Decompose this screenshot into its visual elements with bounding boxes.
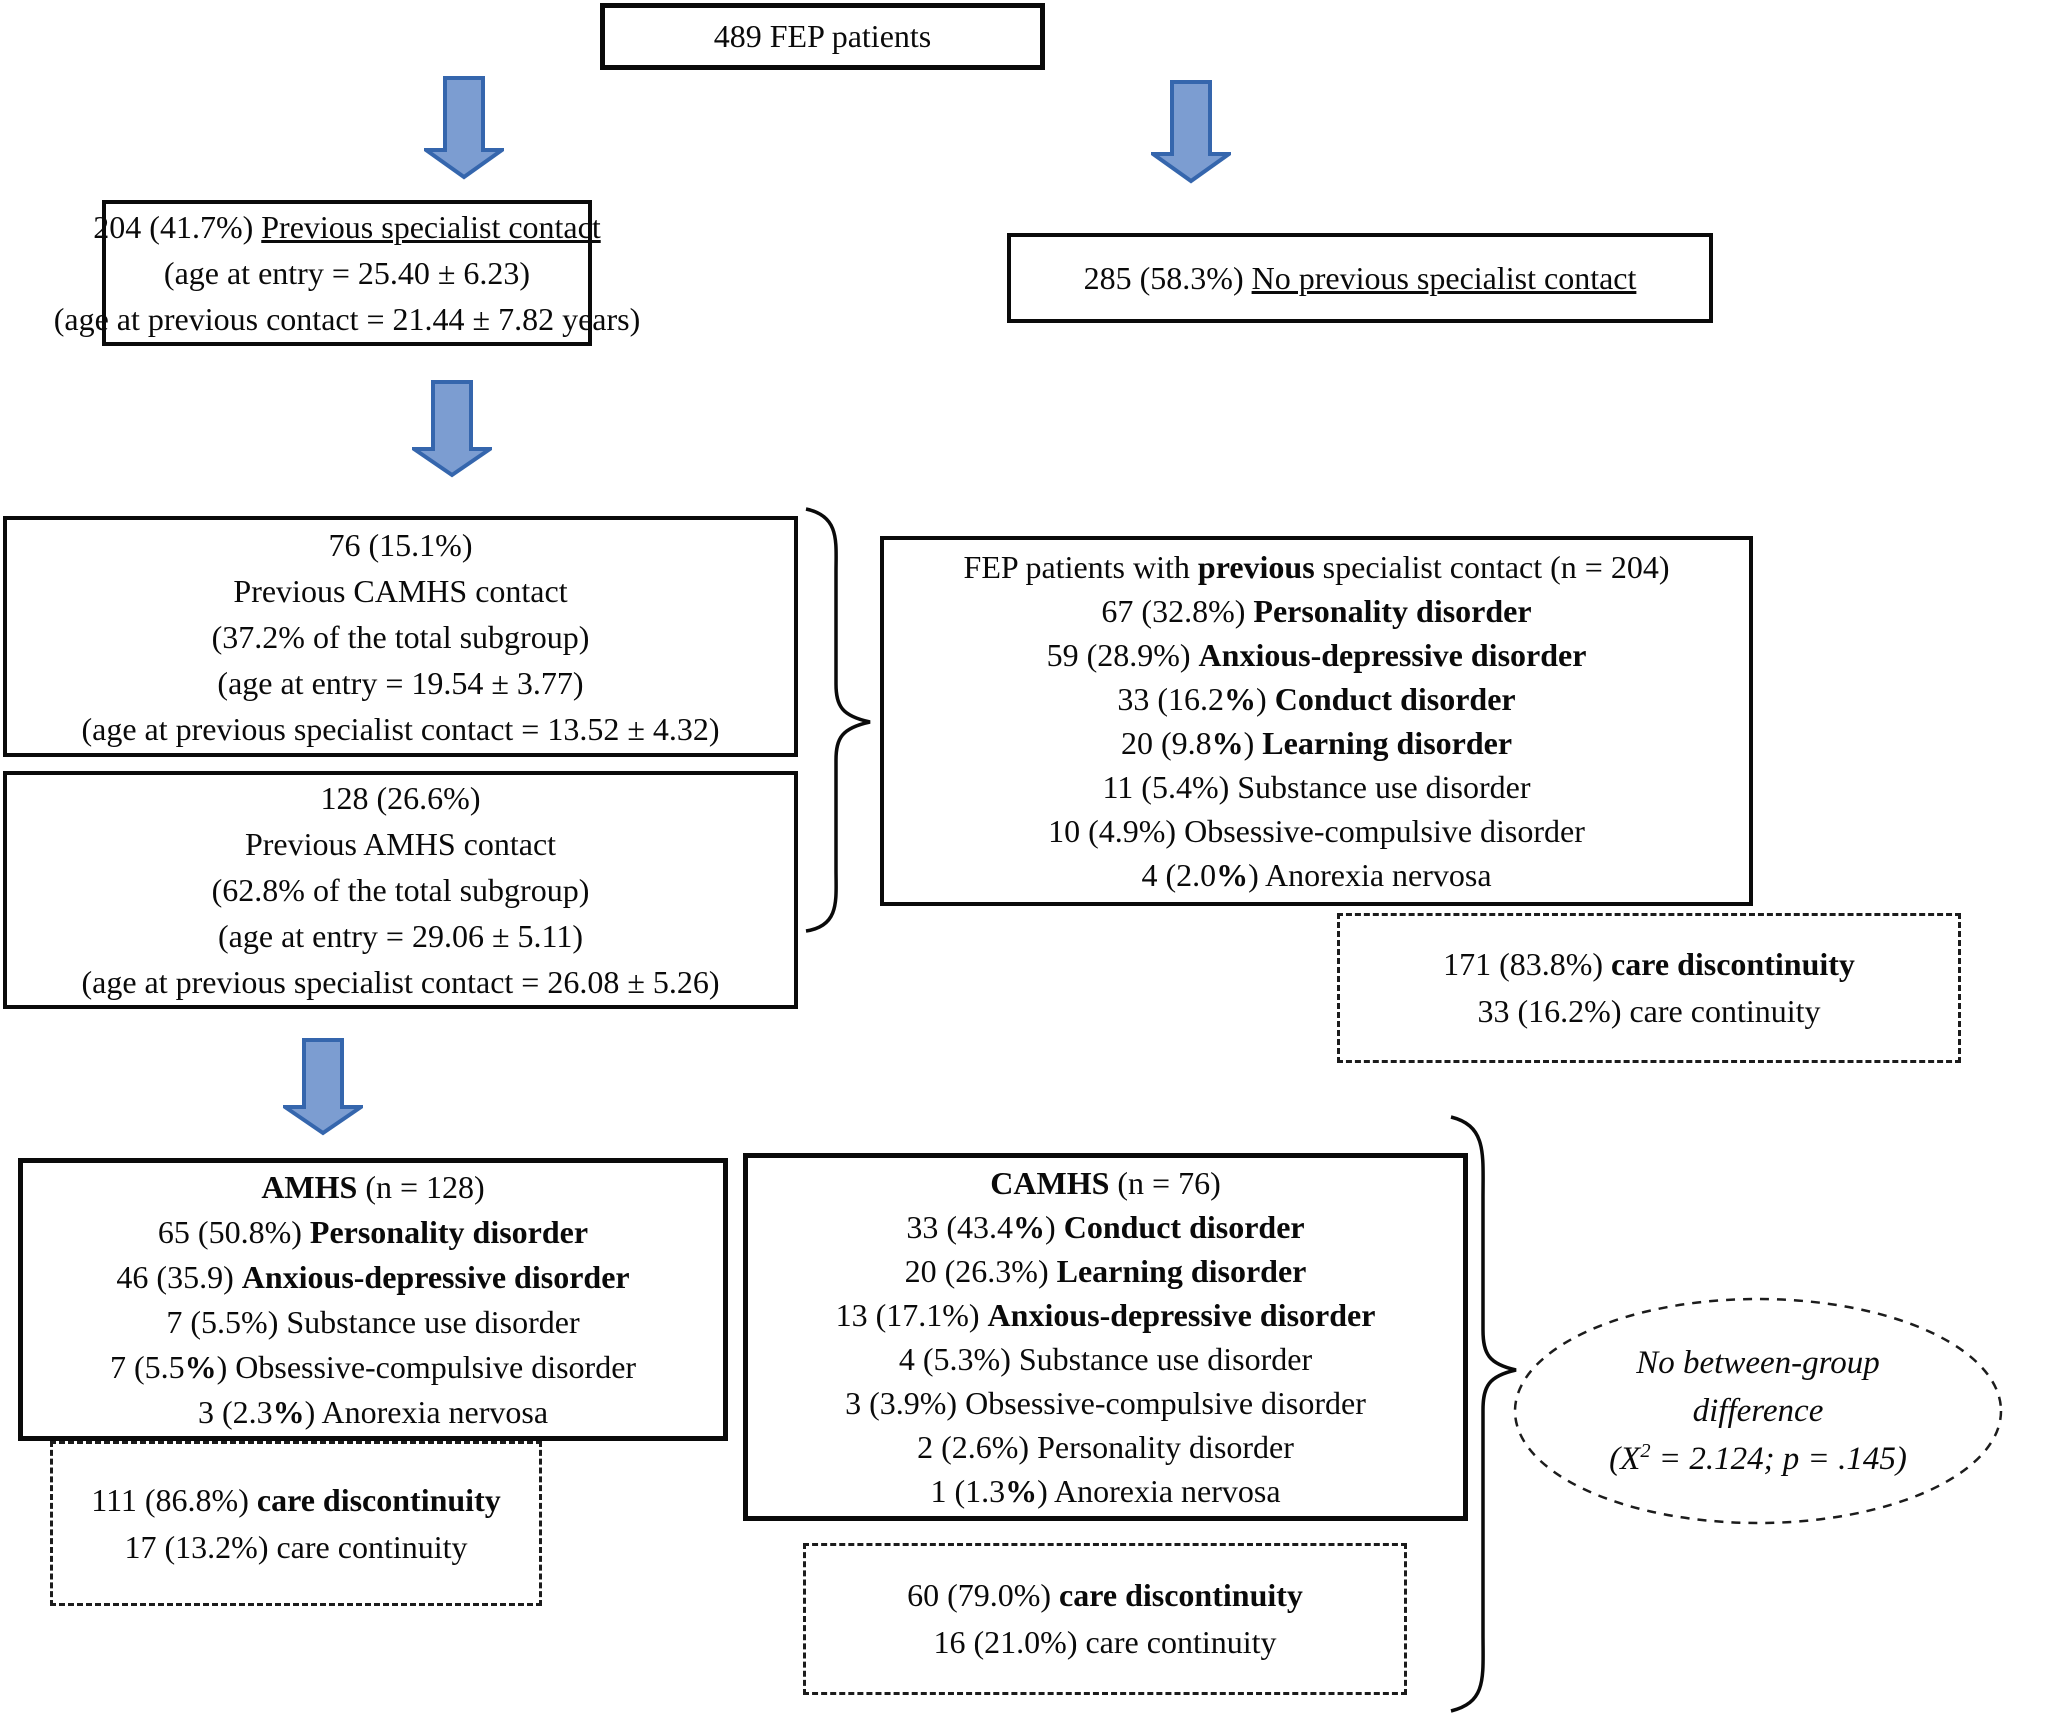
text-line: 128 (26.6%) bbox=[320, 780, 481, 816]
text-line: 20 (9.8%) Learning disorder bbox=[1120, 725, 1513, 761]
text-line: 67 (32.8%) Personality disorder bbox=[1101, 593, 1532, 629]
text-line: FEP patients with previous specialist co… bbox=[963, 549, 1670, 585]
text-line: (age at previous contact = 21.44 ± 7.82 … bbox=[53, 301, 641, 337]
box-camhs-diagnoses: CAMHS (n = 76) 33 (43.4%) Conduct disorde… bbox=[743, 1153, 1468, 1521]
text-line: (age at previous specialist contact = 26… bbox=[81, 964, 720, 1000]
text-line: 60 (79.0%) care discontinuity bbox=[907, 1577, 1303, 1613]
brace-shape bbox=[805, 507, 871, 933]
brace-shape bbox=[1450, 1115, 1517, 1713]
text-line: 59 (28.9%) Anxious-depressive disorder bbox=[1046, 637, 1587, 673]
text-line: Previous AMHS contact bbox=[244, 826, 557, 862]
arrow-shape bbox=[283, 1038, 363, 1136]
text-line: 204 (41.7%) Previous specialist contact bbox=[93, 209, 601, 245]
arrow-down-icon bbox=[1151, 80, 1231, 184]
text-line: AMHS (n = 128) bbox=[261, 1168, 485, 1205]
text-line: 3 (3.9%) Obsessive-compulsive disorder bbox=[845, 1385, 1366, 1421]
text-line: 33 (43.4%) Conduct disorder bbox=[906, 1209, 1305, 1245]
box-total-fep-patients: 489 FEP patients bbox=[600, 3, 1045, 70]
text-line: 3 (2.3%) Anorexia nervosa bbox=[197, 1393, 549, 1430]
text-line: 33 (16.2%) care continuity bbox=[1477, 993, 1821, 1029]
text-line: 4 (5.3%) Substance use disorder bbox=[898, 1341, 1313, 1377]
text-line: 285 (58.3%) No previous specialist conta… bbox=[1083, 259, 1637, 296]
ellipse-annotation-text: No between-group difference (X2 = 2.124; p… bbox=[1512, 1295, 2004, 1527]
text-line: 489 FEP patients bbox=[713, 18, 932, 54]
text-line: 11 (5.4%) Substance use disorder bbox=[1102, 769, 1531, 805]
text-line: (age at previous specialist contact = 13… bbox=[81, 710, 720, 747]
arrow-down-icon bbox=[283, 1038, 363, 1136]
text-line: 10 (4.9%) Obsessive-compulsive disorder bbox=[1048, 813, 1585, 849]
box-no-previous-specialist-contact: 285 (58.3%) No previous specialist conta… bbox=[1007, 233, 1713, 323]
text-line: 1 (1.3%) Anorexia nervosa bbox=[930, 1473, 1281, 1509]
arrow-down-icon bbox=[412, 380, 492, 478]
arrow-shape bbox=[424, 76, 504, 180]
box-amhs-diagnoses: AMHS (n = 128) 65 (50.8%) Personality dis… bbox=[18, 1158, 728, 1441]
box-previous-camhs-contact: 76 (15.1%) Previous CAMHS contact (37.2% o… bbox=[3, 516, 798, 757]
curly-brace-icon bbox=[805, 507, 871, 933]
text-line: 7 (5.5%) Obsessive-compulsive disorder bbox=[109, 1348, 637, 1385]
box-care-continuity-amhs: 111 (86.8%) care discontinuity 17 (13.2%)… bbox=[50, 1441, 542, 1606]
text-line: (age at entry = 29.06 ± 5.11) bbox=[218, 918, 583, 954]
text-line: 111 (86.8%) care discontinuity bbox=[91, 1481, 501, 1518]
curly-brace-icon bbox=[1450, 1115, 1517, 1713]
text-line: 76 (15.1%) bbox=[328, 526, 473, 563]
text-line: 4 (2.0%) Anorexia nervosa bbox=[1141, 857, 1492, 893]
text-line: (X2 = 2.124; p = .145) bbox=[1609, 1440, 1907, 1477]
text-line: 171 (83.8%) care discontinuity bbox=[1443, 946, 1855, 982]
box-care-continuity-204: 171 (83.8%) care discontinuity 33 (16.2%)… bbox=[1337, 913, 1961, 1063]
box-previous-amhs-contact: 128 (26.6%) Previous AMHS contact (62.8% o… bbox=[3, 771, 798, 1009]
text-line: (age at entry = 19.54 ± 3.77) bbox=[217, 664, 584, 701]
box-fep-previous-contact-diagnoses: FEP patients with previous specialist co… bbox=[880, 536, 1753, 906]
text-line: 33 (16.2%) Conduct disorder bbox=[1117, 681, 1516, 717]
arrow-down-icon bbox=[424, 76, 504, 180]
arrow-shape bbox=[1151, 80, 1231, 184]
dashed-ellipse-icon bbox=[1513, 1297, 2003, 1525]
ellipse-no-between-group-difference: No between-group difference (X2 = 2.124; p… bbox=[1512, 1295, 2004, 1527]
text-line: 7 (5.5%) Substance use disorder bbox=[166, 1303, 580, 1340]
text-line: 17 (13.2%) care continuity bbox=[124, 1528, 468, 1565]
text-line: 65 (50.8%) Personality disorder bbox=[157, 1213, 589, 1250]
text-line: 13 (17.1%) Anxious-depressive disorder bbox=[835, 1297, 1376, 1333]
text-line: No between-group bbox=[1636, 1345, 1880, 1381]
box-previous-specialist-contact: 204 (41.7%) Previous specialist contact (… bbox=[54, 200, 640, 346]
text-line: difference bbox=[1692, 1393, 1824, 1429]
text-line: 16 (21.0%) care continuity bbox=[933, 1624, 1277, 1660]
text-line: CAMHS (n = 76) bbox=[990, 1165, 1221, 1201]
text-line: 2 (2.6%) Personality disorder bbox=[917, 1429, 1294, 1465]
arrow-shape bbox=[412, 380, 492, 478]
text-line: Previous CAMHS contact bbox=[233, 572, 568, 609]
ellipse-shape bbox=[1513, 1297, 2003, 1525]
box-care-continuity-camhs: 60 (79.0%) care discontinuity 16 (21.0%) … bbox=[803, 1543, 1407, 1695]
text-line: 20 (26.3%) Learning disorder bbox=[904, 1253, 1307, 1289]
text-line: 46 (35.9) Anxious-depressive disorder bbox=[116, 1258, 630, 1295]
text-line: (37.2% of the total subgroup) bbox=[211, 618, 590, 655]
text-line: (age at entry = 25.40 ± 6.23) bbox=[163, 255, 531, 291]
text-line: (62.8% of the total subgroup) bbox=[211, 872, 590, 908]
